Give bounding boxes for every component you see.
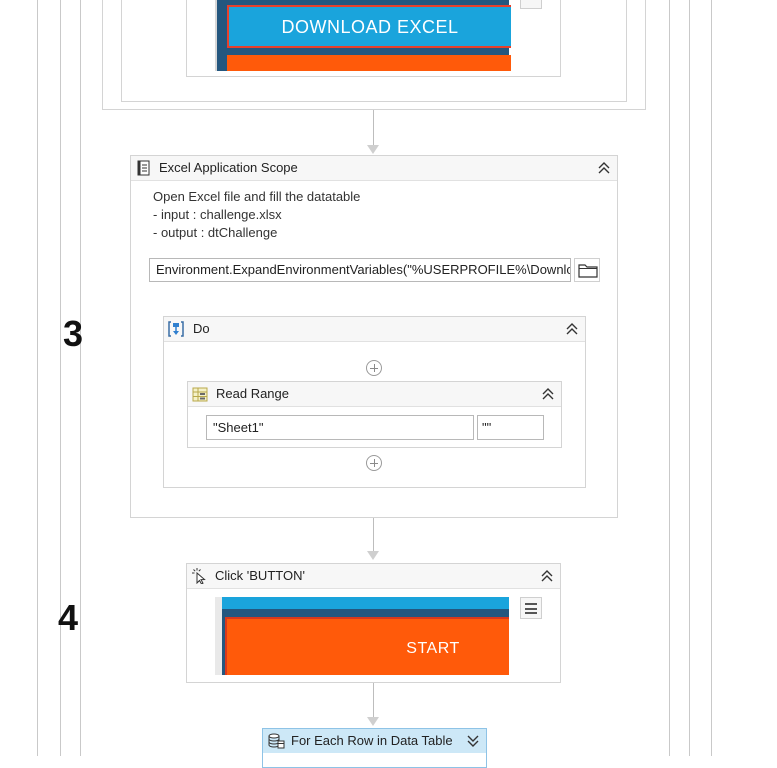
do-sequence-header[interactable]: Do [164,317,585,342]
for-each-title: For Each Row in Data Table [291,733,453,748]
read-range-activity[interactable]: Read Range "Sheet1" "" [187,381,562,448]
start-button-image: START [225,617,509,675]
outer-container-border-right [669,0,670,756]
click-menu-button[interactable] [520,597,542,619]
click-activity-header[interactable]: Click 'BUTTON' [187,564,560,589]
connector-line [373,518,374,552]
step-number-4: 4 [58,597,79,638]
annotation-line-1: Open Excel file and fill the datatable [153,189,361,204]
outer-container-border-left-2 [60,0,61,756]
annotation-line-2: - input : challenge.xlsx [153,207,282,222]
download-excel-button-image: DOWNLOAD EXCEL [227,5,511,48]
download-image-orange-strip [227,55,511,71]
parent-sequence-bottom [102,0,646,110]
collapse-icon[interactable] [597,160,611,176]
workbook-path-input[interactable]: Environment.ExpandEnvironmentVariables("… [149,258,571,282]
click-button-activity[interactable]: Click 'BUTTON' START [186,563,561,683]
connector-arrow [367,145,379,154]
download-menu-button[interactable] [520,0,542,9]
step-number-3: 3 [63,313,84,354]
click-target-screenshot: START [215,597,509,675]
add-activity-plus-icon[interactable] [366,455,382,471]
collapse-icon[interactable] [540,568,554,584]
read-range-title: Read Range [216,386,289,401]
connector-line [373,683,374,718]
outer-container-border-left-3 [80,0,81,756]
collapse-icon[interactable] [565,321,579,337]
database-icon [267,732,285,758]
sheet-name-input[interactable]: "Sheet1" [206,415,474,440]
connector-line [373,110,374,146]
download-screenshot: DOWNLOAD EXCEL [215,0,511,71]
excel-scope-title: Excel Application Scope [159,160,298,175]
excel-application-scope[interactable]: Excel Application Scope Open Excel file … [130,155,618,518]
outer-container-border-right-3 [711,0,712,756]
outer-container-border-left [37,0,38,756]
table-icon [192,386,208,410]
download-excel-activity[interactable]: DOWNLOAD EXCEL [186,0,561,77]
do-sequence-title: Do [193,321,210,336]
sequence-icon [167,320,185,338]
folder-icon [578,263,598,283]
excel-scope-header[interactable]: Excel Application Scope [131,156,617,181]
connector-arrow [367,551,379,560]
expand-icon[interactable] [466,733,480,749]
start-label: START [406,640,460,657]
click-image-blue-strip [222,597,509,609]
browse-folder-button[interactable] [574,258,600,282]
add-activity-plus-icon[interactable] [366,360,382,376]
click-pointer-icon [191,567,208,592]
connector-arrow [367,717,379,726]
download-excel-label: DOWNLOAD EXCEL [281,17,459,37]
read-range-header[interactable]: Read Range [188,382,561,407]
do-sequence[interactable]: Do Read Range "Sheet1" "" [163,316,586,488]
click-activity-title: Click 'BUTTON' [215,568,305,583]
collapse-icon[interactable] [541,386,555,402]
outer-container-border-right-2 [689,0,690,756]
nested-sequence-bottom [121,0,627,102]
range-input[interactable]: "" [477,415,544,440]
excel-book-icon [137,160,151,176]
for-each-header[interactable]: For Each Row in Data Table [263,729,486,753]
annotation-line-3: - output : dtChallenge [153,225,278,240]
for-each-row-activity[interactable]: For Each Row in Data Table [262,728,487,768]
